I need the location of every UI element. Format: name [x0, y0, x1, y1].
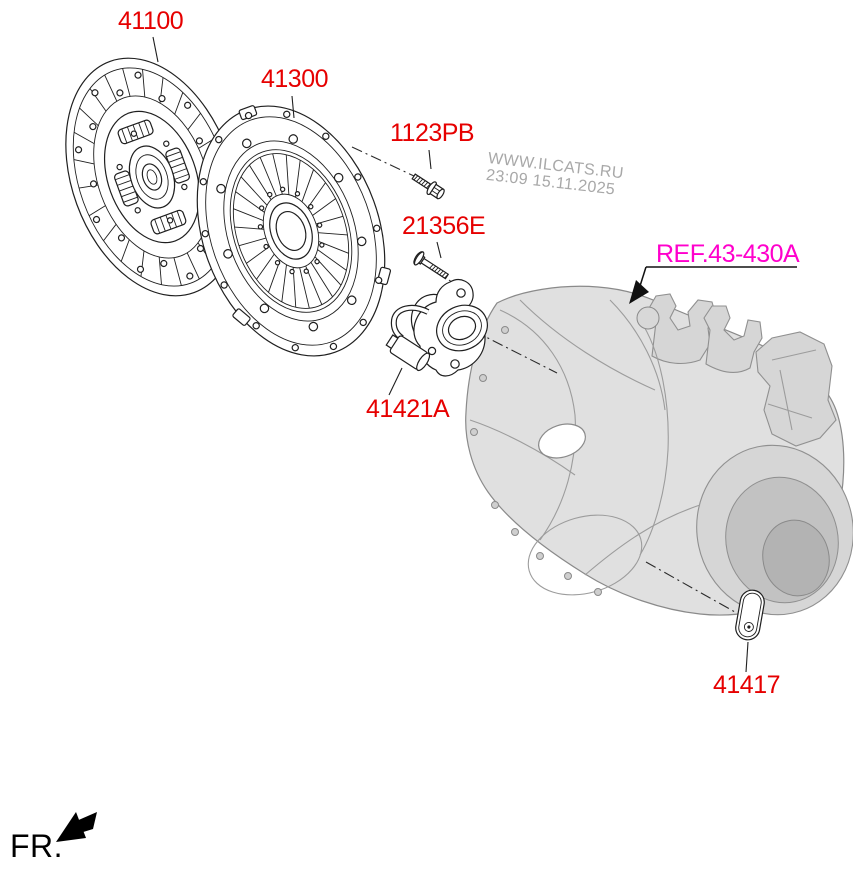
bolt-21356e-drawing — [413, 251, 450, 280]
part-label-1123PB[interactable]: 1123PB — [390, 119, 475, 147]
part-label-41300[interactable]: 41300 — [261, 65, 329, 93]
clutch-disc-drawing — [65, 57, 239, 297]
plug-41417-drawing — [735, 589, 765, 641]
front-marker-label: FR. — [10, 828, 64, 864]
bell-housing-window — [538, 423, 586, 459]
mount-bracket — [703, 305, 763, 373]
ref-arrowhead — [629, 280, 649, 304]
front-direction-arrow-icon — [56, 812, 97, 842]
transaxle-drawing — [465, 285, 853, 616]
part-label-41421A[interactable]: 41421A — [366, 395, 450, 423]
clutch-cover-drawing — [196, 105, 392, 357]
bolt-1123pb-drawing — [411, 173, 445, 200]
part-label-41100[interactable]: 41100 — [118, 7, 184, 35]
part-label-41417[interactable]: 41417 — [713, 671, 781, 699]
release-cylinder-drawing — [385, 279, 488, 377]
mount-bracket — [755, 331, 837, 447]
leader-lines — [152, 36, 797, 673]
ref-label-43-430A[interactable]: REF.43-430A — [656, 240, 800, 268]
part-label-21356E[interactable]: 21356E — [402, 212, 486, 240]
